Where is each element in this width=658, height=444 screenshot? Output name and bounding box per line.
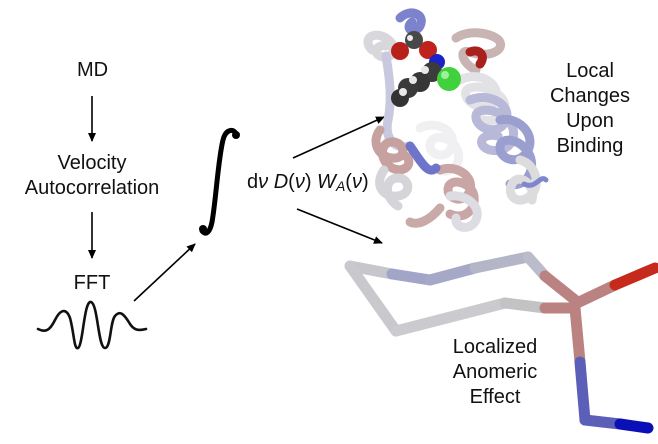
label-line: Local [566, 60, 614, 82]
arrow-to-protein [292, 116, 385, 159]
label-line: Changes [549, 85, 631, 107]
workflow-step-fft: FFT [73, 272, 111, 294]
integral-top-terminal [232, 131, 240, 139]
label-line: Localized [452, 336, 538, 358]
bond [569, 279, 621, 310]
bond [469, 251, 534, 274]
arrow-to-sugar [296, 208, 383, 244]
integral-bottom-terminal [199, 225, 207, 233]
protein-output-label: Local Changes Upon Binding [540, 59, 640, 159]
ribbon-loop [395, 8, 426, 36]
bond [344, 260, 402, 337]
ribbon-loop [521, 176, 549, 188]
formula-nu: ν [294, 171, 305, 193]
bond [614, 418, 654, 434]
formula-d: d [247, 171, 259, 193]
integral-sign-icon [199, 128, 240, 236]
ligand-spheres [391, 31, 461, 107]
atom-hydrogen [407, 35, 413, 41]
formula-close: ) [361, 171, 369, 193]
ribbon-helix [445, 191, 482, 232]
ribbon-loop [465, 46, 487, 69]
atom-oxygen [391, 42, 409, 60]
workflow-step-md: MD [76, 59, 109, 81]
ribbon-helix [415, 120, 464, 176]
formula-W: W [317, 171, 336, 193]
bond [539, 270, 581, 306]
label-line: Binding [556, 135, 624, 157]
ribbon-loop [405, 203, 445, 228]
label-line: Effect [469, 386, 521, 408]
vac-line-2: Autocorrelation [24, 177, 160, 199]
label-line: Upon [566, 110, 614, 132]
atom-chlorine-highlight [441, 71, 449, 79]
bond [390, 297, 511, 337]
bond [574, 356, 591, 426]
formula-nu: ν [351, 171, 362, 193]
formula-close: ) [304, 171, 312, 193]
ribbon-helix [506, 155, 541, 205]
ribbon-loop [405, 141, 441, 175]
atom-hydrogen [421, 66, 429, 74]
bond [499, 297, 551, 314]
ribbon-helix [451, 28, 505, 75]
ribbon-helix [375, 165, 413, 211]
formula-open: ( [345, 171, 352, 193]
formula-nu: ν [258, 171, 269, 193]
bond [386, 268, 436, 286]
formula-open: ( [288, 171, 295, 193]
vac-line-1: Velocity [57, 152, 127, 174]
bond [424, 262, 481, 286]
workflow-step-velocity-autocorrelation: Velocity Autocorrelation [2, 151, 182, 201]
sugar-output-label: Localized Anomeric Effect [440, 335, 550, 410]
ribbon-helix [371, 125, 414, 175]
bond [569, 302, 586, 368]
bond [579, 414, 626, 430]
bond [609, 262, 658, 291]
integral-formula: dν D(ν) WA(ν) [247, 171, 369, 194]
formula-D: D [273, 171, 289, 193]
atom-hydrogen [409, 76, 417, 84]
formula-sub-A: A [335, 178, 346, 194]
atom-hydrogen [399, 88, 407, 96]
label-line: Anomeric [452, 361, 538, 383]
arrow-fft-to-integral [133, 243, 196, 302]
atom-oxygen [419, 41, 437, 59]
wave-packet-icon [36, 300, 148, 350]
